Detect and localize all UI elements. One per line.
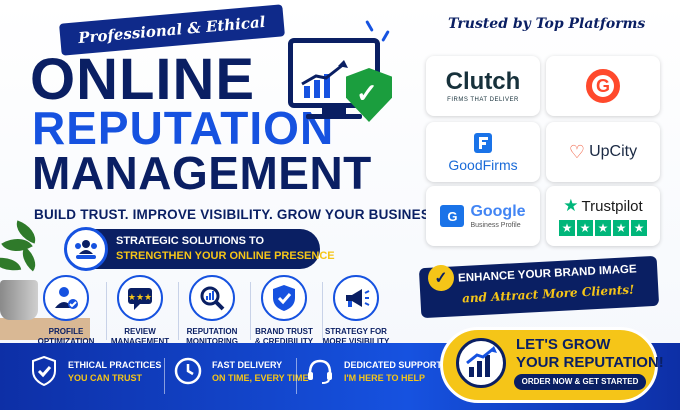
bottom-item-ethical: ETHICAL PRACTICES YOU CAN TRUST: [28, 355, 161, 387]
feature-label: STRATEGY FOR: [325, 327, 387, 336]
shield-check-icon: [28, 355, 60, 387]
trustpilot-card: ★Trustpilot ★★★★★: [546, 186, 660, 246]
wood-shelf: [0, 318, 90, 340]
feature-divider: [322, 282, 323, 340]
clutch-logo: Clutch: [445, 67, 521, 95]
bottom-line1: DEDICATED SUPPORT: [344, 359, 442, 370]
clutch-card: Clutch FIRMS THAT DELIVER: [426, 56, 540, 116]
headline-reputation: REPUTATION: [32, 102, 335, 154]
plant-pot: [0, 280, 38, 320]
google-card: G Google Business Profile: [426, 186, 540, 246]
feature-label: REVIEW: [124, 327, 156, 336]
trustpilot-rating-stars: ★★★★★: [559, 220, 647, 236]
upcity-logo: UpCity: [589, 143, 638, 160]
bottom-item-support: DEDICATED SUPPORT I'M HERE TO HELP: [304, 355, 442, 387]
spark-decoration: [381, 30, 390, 42]
google-subtitle: Business Profile: [470, 221, 521, 229]
order-now-button[interactable]: ORDER NOW & GET STARTED: [514, 374, 646, 390]
trustpilot-star-icon: ★: [563, 196, 579, 215]
checkmark-icon: ✓: [356, 78, 378, 108]
headline-management: MANAGEMENT: [32, 147, 372, 199]
feature-label: MANAGEMENT: [110, 337, 170, 346]
google-business-icon: G: [440, 205, 465, 227]
feature-label: REPUTATION: [186, 327, 238, 336]
tagline: BUILD TRUST. IMPROVE VISIBILITY. GROW YO…: [34, 207, 444, 222]
cta-line1: LET'S GROW: [516, 336, 611, 353]
clutch-subtitle: FIRMS THAT DELIVER: [447, 96, 519, 103]
monitor-base: [306, 114, 362, 119]
goodfirms-icon: [474, 133, 492, 153]
g2-card: G: [546, 56, 660, 116]
strategy-line1: STRATEGIC SOLUTIONS TO: [116, 235, 265, 247]
g2-logo-letter: G: [595, 75, 610, 96]
bottom-line2: YOU CAN TRUST: [68, 372, 142, 383]
feature-label: MORE VISIBILITY: [322, 337, 390, 346]
review-icon: ★★★: [117, 275, 163, 321]
spark-decoration: [365, 20, 374, 32]
trustpilot-logo: Trustpilot: [581, 197, 643, 215]
headline-online: ONLINE: [30, 47, 256, 112]
feature-label: OPTIMIZATION: [37, 337, 95, 346]
star-icon: ★: [613, 220, 629, 236]
bottom-line2: I'M HERE TO HELP: [344, 372, 425, 383]
bottom-item-delivery: FAST DELIVERY ON TIME, EVERY TIME: [172, 355, 309, 387]
strategy-line2: STRENGTHEN YOUR ONLINE PRESENCE: [116, 250, 335, 262]
shield-icon: [261, 275, 307, 321]
feature-divider: [250, 282, 251, 340]
feature-label: PROFILE: [48, 327, 84, 336]
goodfirms-card: GoodFirms: [426, 122, 540, 182]
star-icon: ★: [559, 220, 575, 236]
bottom-line2: ON TIME, EVERY TIME: [212, 372, 309, 383]
growth-chart-icon: [301, 60, 348, 98]
clock-icon: [172, 355, 204, 387]
feature-label: BRAND TRUST: [255, 327, 313, 336]
plant-leaf: [0, 253, 22, 275]
strategy-pill: [66, 229, 320, 269]
bottom-line1: FAST DELIVERY: [212, 359, 283, 370]
cta-line2: YOUR REPUTATION!: [516, 354, 664, 371]
star-icon: ★: [595, 220, 611, 236]
feature-divider: [106, 282, 107, 340]
megaphone-icon: [333, 275, 379, 321]
feature-label: MONITORING: [186, 337, 238, 346]
monitor-stand: [322, 108, 346, 116]
monitoring-icon: [189, 275, 235, 321]
bottom-line1: ETHICAL PRACTICES: [68, 359, 162, 370]
g2-logo: G: [586, 69, 620, 103]
upcity-heart-icon: ♡: [568, 141, 586, 162]
trusted-heading: Trusted by Top Platforms: [448, 16, 646, 32]
feature-divider: [178, 282, 179, 340]
star-icon: ★: [631, 220, 647, 236]
team-rating-icon: [64, 227, 108, 271]
google-logo: Google: [470, 202, 526, 220]
headset-icon: [304, 355, 336, 387]
bottom-divider: [296, 358, 297, 394]
feature-label: & CREDIBILITY: [254, 337, 314, 346]
star-icon: ★: [577, 220, 593, 236]
feature-brand-trust: BRAND TRUST& CREDIBILITY: [248, 275, 320, 347]
growth-chart-icon: [456, 338, 506, 388]
svg-text:★★★: ★★★: [128, 292, 152, 302]
bottom-divider: [164, 358, 165, 394]
goodfirms-logo: GoodFirms: [448, 157, 518, 173]
upcity-card: ♡UpCity: [546, 122, 660, 182]
user-check-icon: [43, 275, 89, 321]
